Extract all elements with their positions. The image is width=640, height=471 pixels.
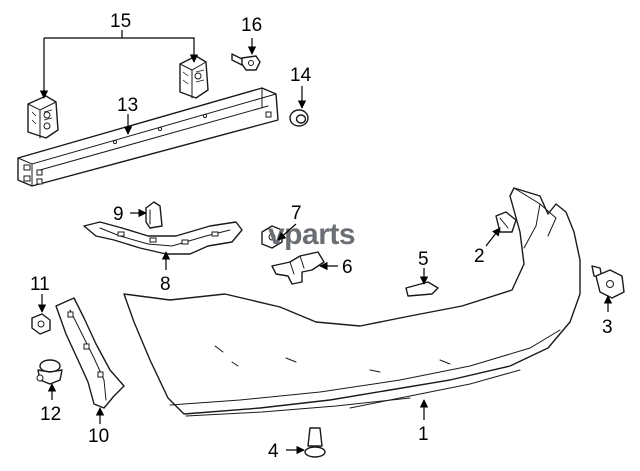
push-clip-12	[36, 359, 63, 385]
callout-9: 9	[113, 204, 124, 225]
callout-12: 12	[40, 404, 61, 425]
screw-3	[591, 265, 625, 299]
callout-10: 10	[88, 426, 109, 447]
callout-15: 15	[110, 11, 131, 32]
energy-absorber-right	[179, 55, 209, 99]
callout-4: 4	[268, 441, 279, 462]
clip-7	[261, 225, 283, 249]
callout-6: 6	[342, 257, 353, 278]
leader-lines	[37, 30, 613, 455]
energy-absorber-left	[27, 95, 59, 139]
nut-14	[289, 109, 309, 127]
reinforcement-beam	[17, 87, 279, 187]
callout-2: 2	[474, 246, 485, 267]
clip-4	[304, 427, 326, 458]
callout-14: 14	[290, 65, 312, 86]
callout-1: 1	[418, 424, 429, 445]
callout-3: 3	[602, 317, 613, 338]
bumper-cover	[123, 187, 581, 417]
callout-11: 11	[30, 274, 50, 295]
callout-8: 8	[160, 274, 171, 295]
clip-9	[145, 201, 163, 229]
callout-7: 7	[291, 203, 302, 224]
callout-16: 16	[241, 15, 262, 36]
callout-labels: 15 16 14 13 9 8 7 6 5 2 3 1 4 11 12 10	[30, 11, 613, 462]
nut-11	[31, 313, 51, 335]
callout-5: 5	[418, 249, 429, 270]
side-bracket-10	[55, 297, 125, 409]
retainer-6	[271, 251, 325, 285]
watermark-text: vparts	[268, 218, 355, 251]
bolt-16	[231, 53, 261, 71]
side-retainer-8	[83, 221, 243, 255]
callout-13: 13	[117, 95, 138, 116]
reflector-5	[405, 281, 439, 297]
